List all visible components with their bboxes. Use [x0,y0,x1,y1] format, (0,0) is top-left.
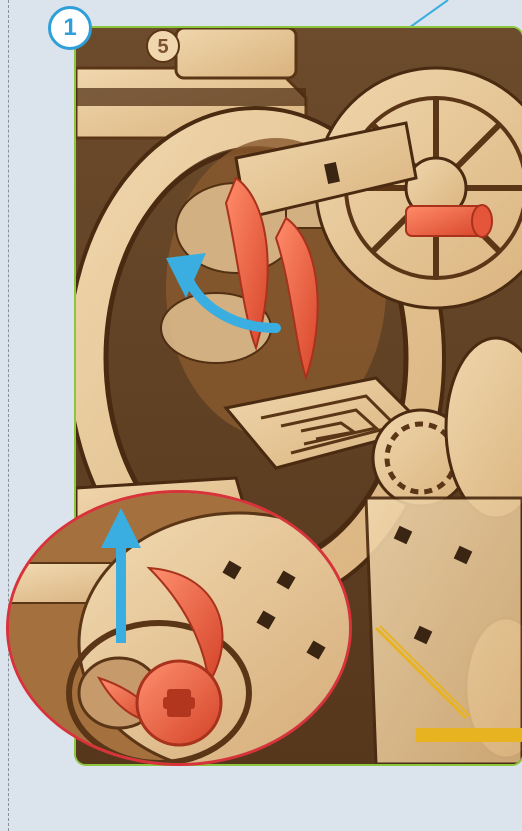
zoom-detail-circle [6,490,352,766]
step-number-badge: 1 [48,6,92,50]
zoom-detail-illustration [9,493,352,766]
red-peg [406,205,492,237]
part-number-tag: 5 [147,30,179,62]
part-number-label: 5 [157,36,168,58]
